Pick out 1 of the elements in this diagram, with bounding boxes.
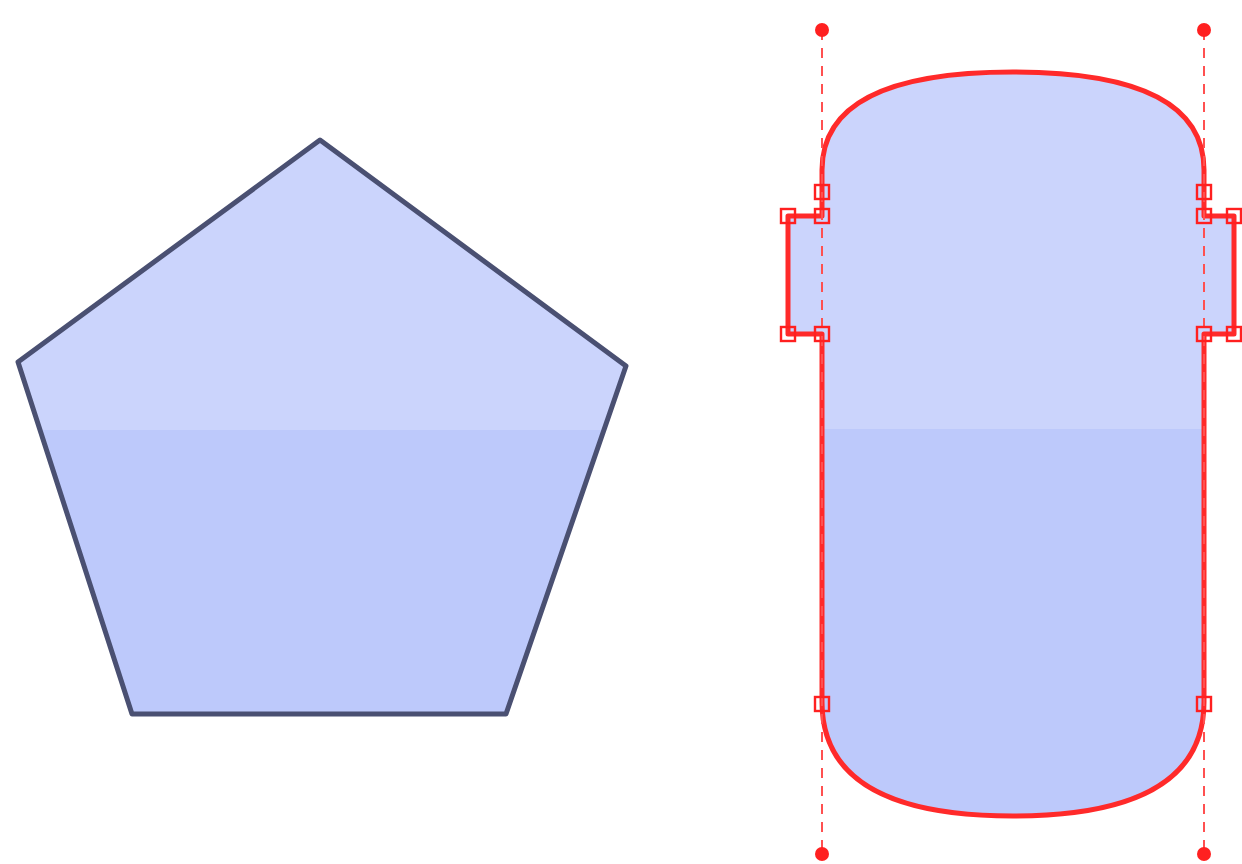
pentagon-shape [14,136,630,718]
